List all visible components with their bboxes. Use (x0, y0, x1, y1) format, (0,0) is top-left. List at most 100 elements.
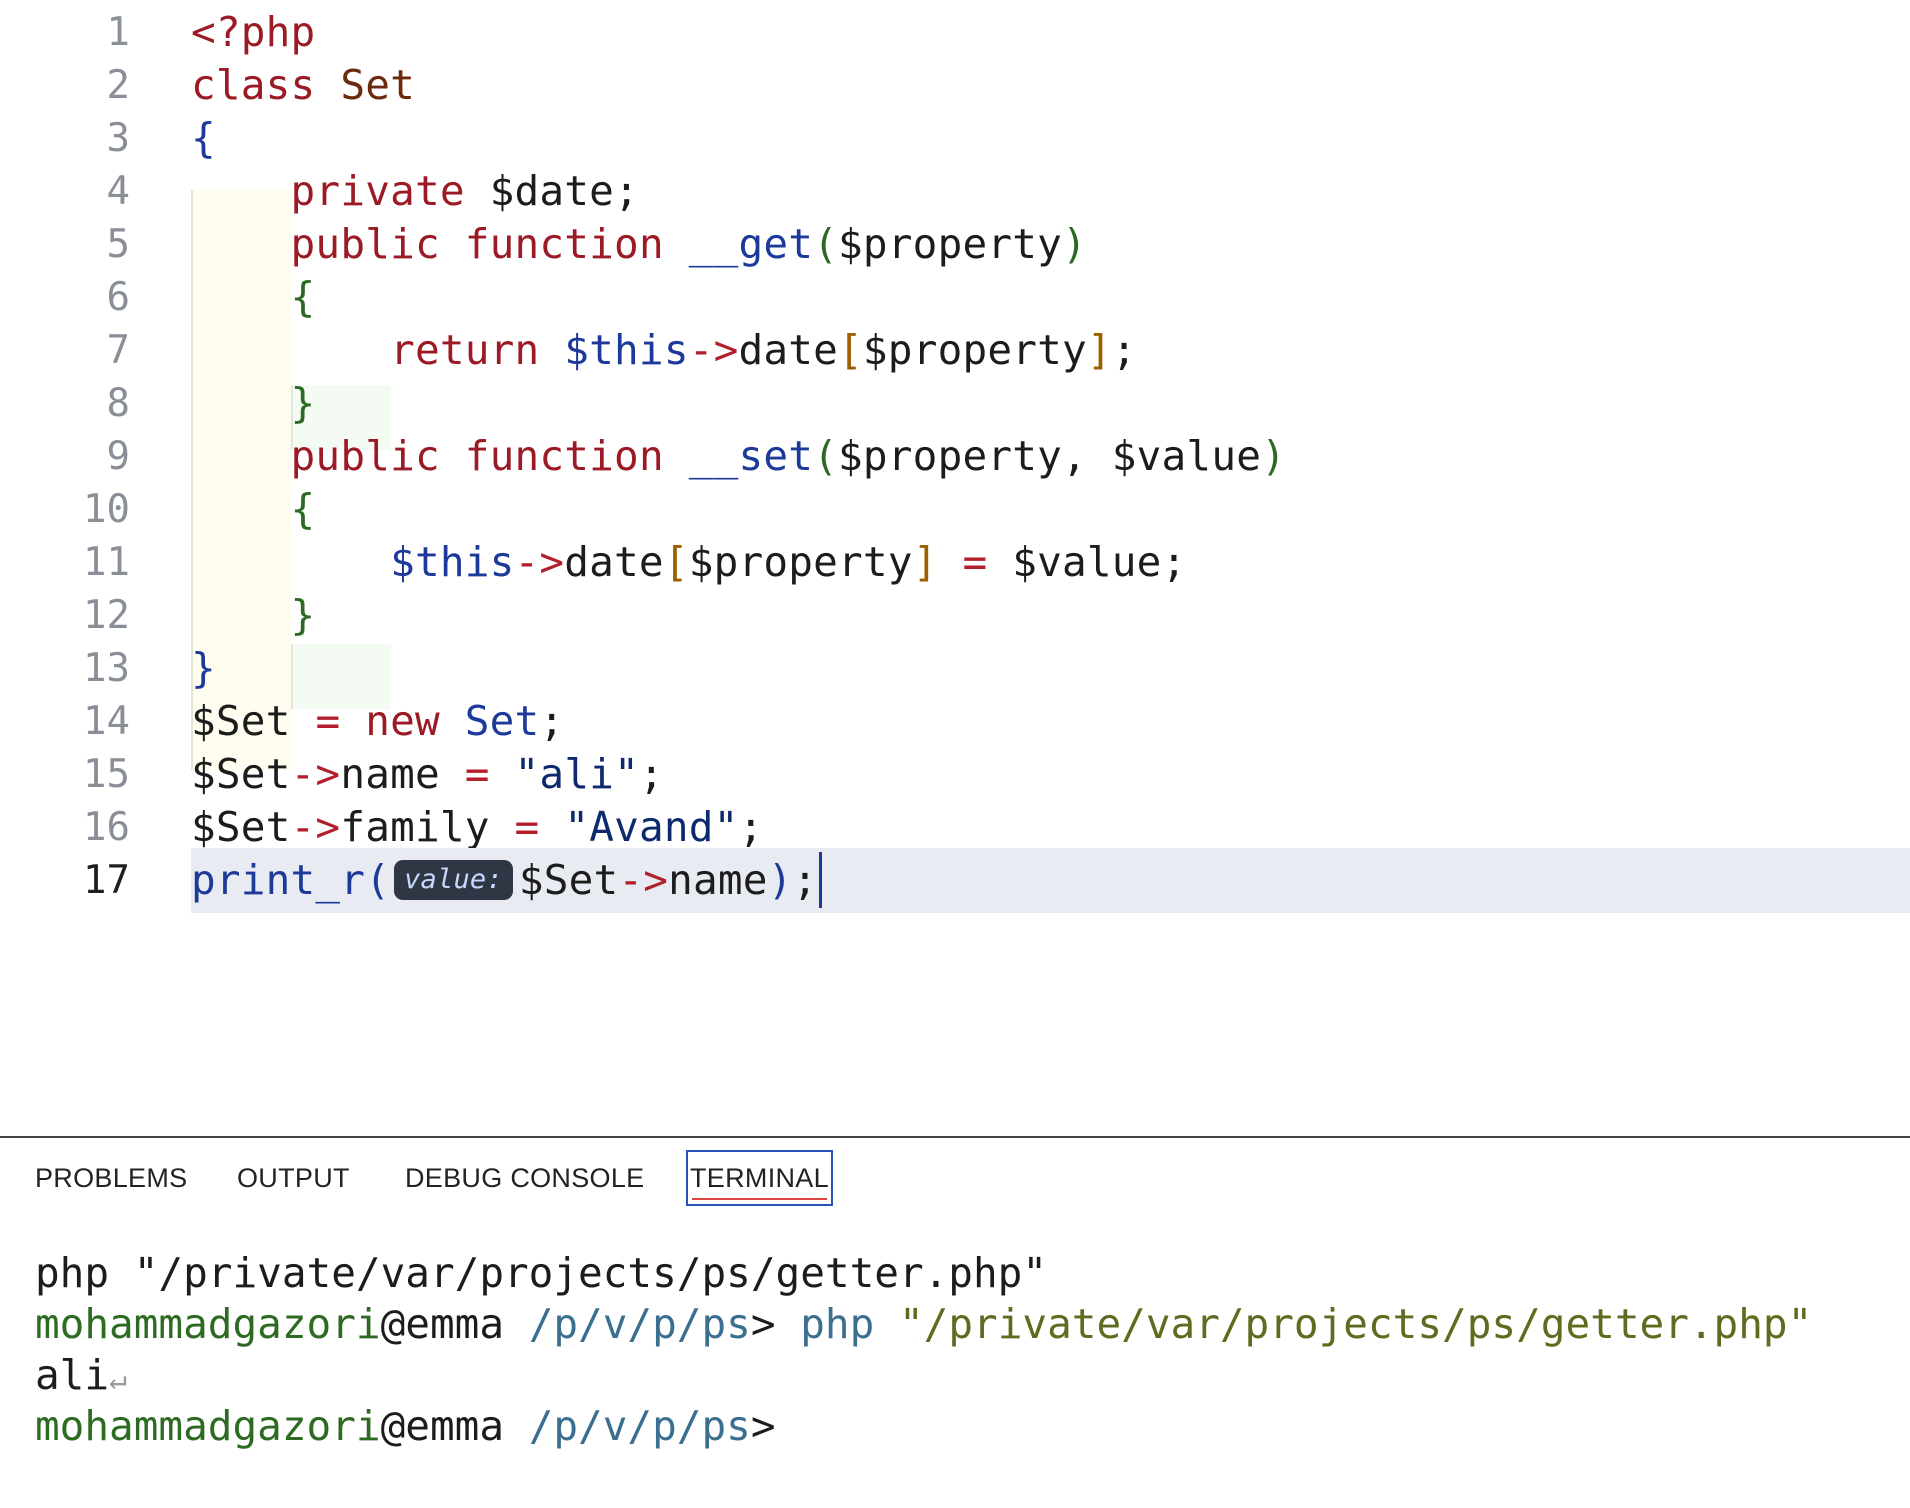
code-line[interactable]: 5 public function __get($property) (0, 212, 1910, 277)
code-line[interactable]: 8 } (0, 371, 1910, 436)
line-code: } (191, 371, 316, 436)
code-line[interactable]: 14$Set = new Set; (0, 689, 1910, 754)
terminal-line: mohammadgazori@emma /p/v/p/ps> php "/pri… (35, 1299, 1812, 1350)
code-token: -> (290, 750, 341, 798)
code-token: ) (767, 856, 793, 904)
code-token (440, 697, 465, 745)
code-line[interactable]: 9 public function __set($property, $valu… (0, 424, 1910, 489)
tab-debug-console[interactable]: DEBUG CONSOLE (405, 1163, 645, 1193)
line-code: { (191, 106, 216, 171)
code-line[interactable]: 12 } (0, 583, 1910, 648)
code-token: ; (738, 803, 764, 851)
line-code: return $this->date[$property]; (191, 318, 1137, 383)
code-token: function (464, 220, 664, 268)
code-token: $value (1111, 432, 1262, 480)
code-token: $Set (191, 803, 291, 851)
line-code: class Set (191, 53, 415, 118)
code-token: $date (489, 167, 615, 215)
line-number: 5 (106, 222, 130, 267)
code-token: { (290, 485, 316, 533)
code-line[interactable]: 11 $this->date[$property] = $value; (0, 530, 1910, 595)
code-token: public (290, 220, 440, 268)
code-token: [ (663, 538, 689, 586)
code-token: ] (912, 538, 938, 586)
code-line[interactable]: 16 $Set->family = "Avand"; (0, 795, 1910, 860)
code-token (191, 485, 291, 533)
code-token: = (315, 697, 341, 745)
code-token: date (738, 326, 839, 374)
code-line[interactable]: 6 { (0, 265, 1910, 330)
line-code: <?php (191, 0, 315, 65)
line-code: $Set->name = "ali"; (191, 742, 664, 807)
terminal-output[interactable]: php "/private/var/projects/ps/getter.php… (35, 1248, 1812, 1452)
line-number: 16 (83, 805, 130, 850)
code-line[interactable]: 1 <?php (0, 0, 1910, 65)
code-token: -> (290, 803, 341, 851)
code-line[interactable]: 17 print_r(value:$Set->name); (0, 848, 1910, 913)
code-token (440, 220, 465, 268)
code-token: -> (514, 538, 565, 586)
indent-guide-get-body (291, 385, 391, 450)
code-line[interactable]: 13} (0, 636, 1910, 701)
code-token (987, 538, 1012, 586)
code-token: $Set (191, 750, 291, 798)
code-token: private (290, 167, 465, 215)
code-line[interactable]: 15 $Set->name = "ali"; (0, 742, 1910, 807)
code-token (664, 220, 689, 268)
tab-terminal[interactable]: TERMINAL (686, 1150, 833, 1206)
code-token: mohammadgazori (35, 1300, 381, 1348)
code-token (490, 803, 515, 851)
code-line[interactable]: 7 return $this->date[$property]; (0, 318, 1910, 383)
code-token (490, 750, 515, 798)
code-token: $this (564, 326, 689, 374)
code-token: = (514, 803, 540, 851)
code-token: ; (638, 750, 664, 798)
code-token: ; (792, 856, 818, 904)
code-token (191, 273, 291, 321)
code-token: = (464, 750, 490, 798)
terminal-line: mohammadgazori@emma /p/v/p/ps> (35, 1401, 1812, 1452)
code-token: $property (862, 326, 1087, 374)
code-line[interactable]: 4 private $date; (0, 159, 1910, 224)
code-token (191, 591, 291, 639)
line-number: 12 (83, 593, 130, 638)
line-code: print_r(value:$Set->name); (191, 848, 823, 913)
code-token: ; (1111, 326, 1137, 374)
code-line[interactable]: 10 { (0, 477, 1910, 542)
line-code: $Set->family = "Avand"; (191, 795, 763, 860)
terminal-line: php "/private/var/projects/ps/getter.php… (35, 1248, 1812, 1299)
code-token: } (191, 644, 216, 692)
code-token: <?php (191, 8, 316, 56)
code-token (440, 750, 465, 798)
code-token (440, 432, 465, 480)
code-line[interactable]: 2 class Set (0, 53, 1910, 118)
line-number: 2 (106, 63, 130, 108)
line-code: public function __get($property) (191, 212, 1087, 277)
code-token: ; (614, 167, 639, 215)
code-token: $property (838, 220, 1062, 268)
terminal-line: ali↵ (35, 1350, 1812, 1401)
code-token: > (750, 1300, 801, 1348)
code-token: , (1062, 432, 1112, 480)
code-token (539, 803, 564, 851)
code-token: __set (688, 432, 814, 480)
parameter-hint: value: (394, 860, 513, 900)
line-number: 11 (83, 540, 130, 585)
line-number: 1 (106, 10, 130, 55)
line-number: 13 (83, 646, 130, 691)
indent-guide-set-body (291, 644, 391, 709)
code-token: name (668, 856, 768, 904)
tab-problems[interactable]: PROBLEMS (35, 1163, 188, 1193)
code-token: /p/v/p/ps (528, 1300, 751, 1348)
code-token: > (750, 1402, 776, 1450)
code-line[interactable]: 3{ (0, 106, 1910, 171)
line-number: 15 (83, 752, 130, 797)
line-code: $this->date[$property] = $value; (191, 530, 1186, 595)
code-token (191, 538, 390, 586)
tab-output[interactable]: OUTPUT (237, 1163, 350, 1193)
line-number: 17 (83, 858, 130, 903)
code-token: name (340, 750, 440, 798)
code-token (664, 432, 689, 480)
code-token: __get (688, 220, 814, 268)
